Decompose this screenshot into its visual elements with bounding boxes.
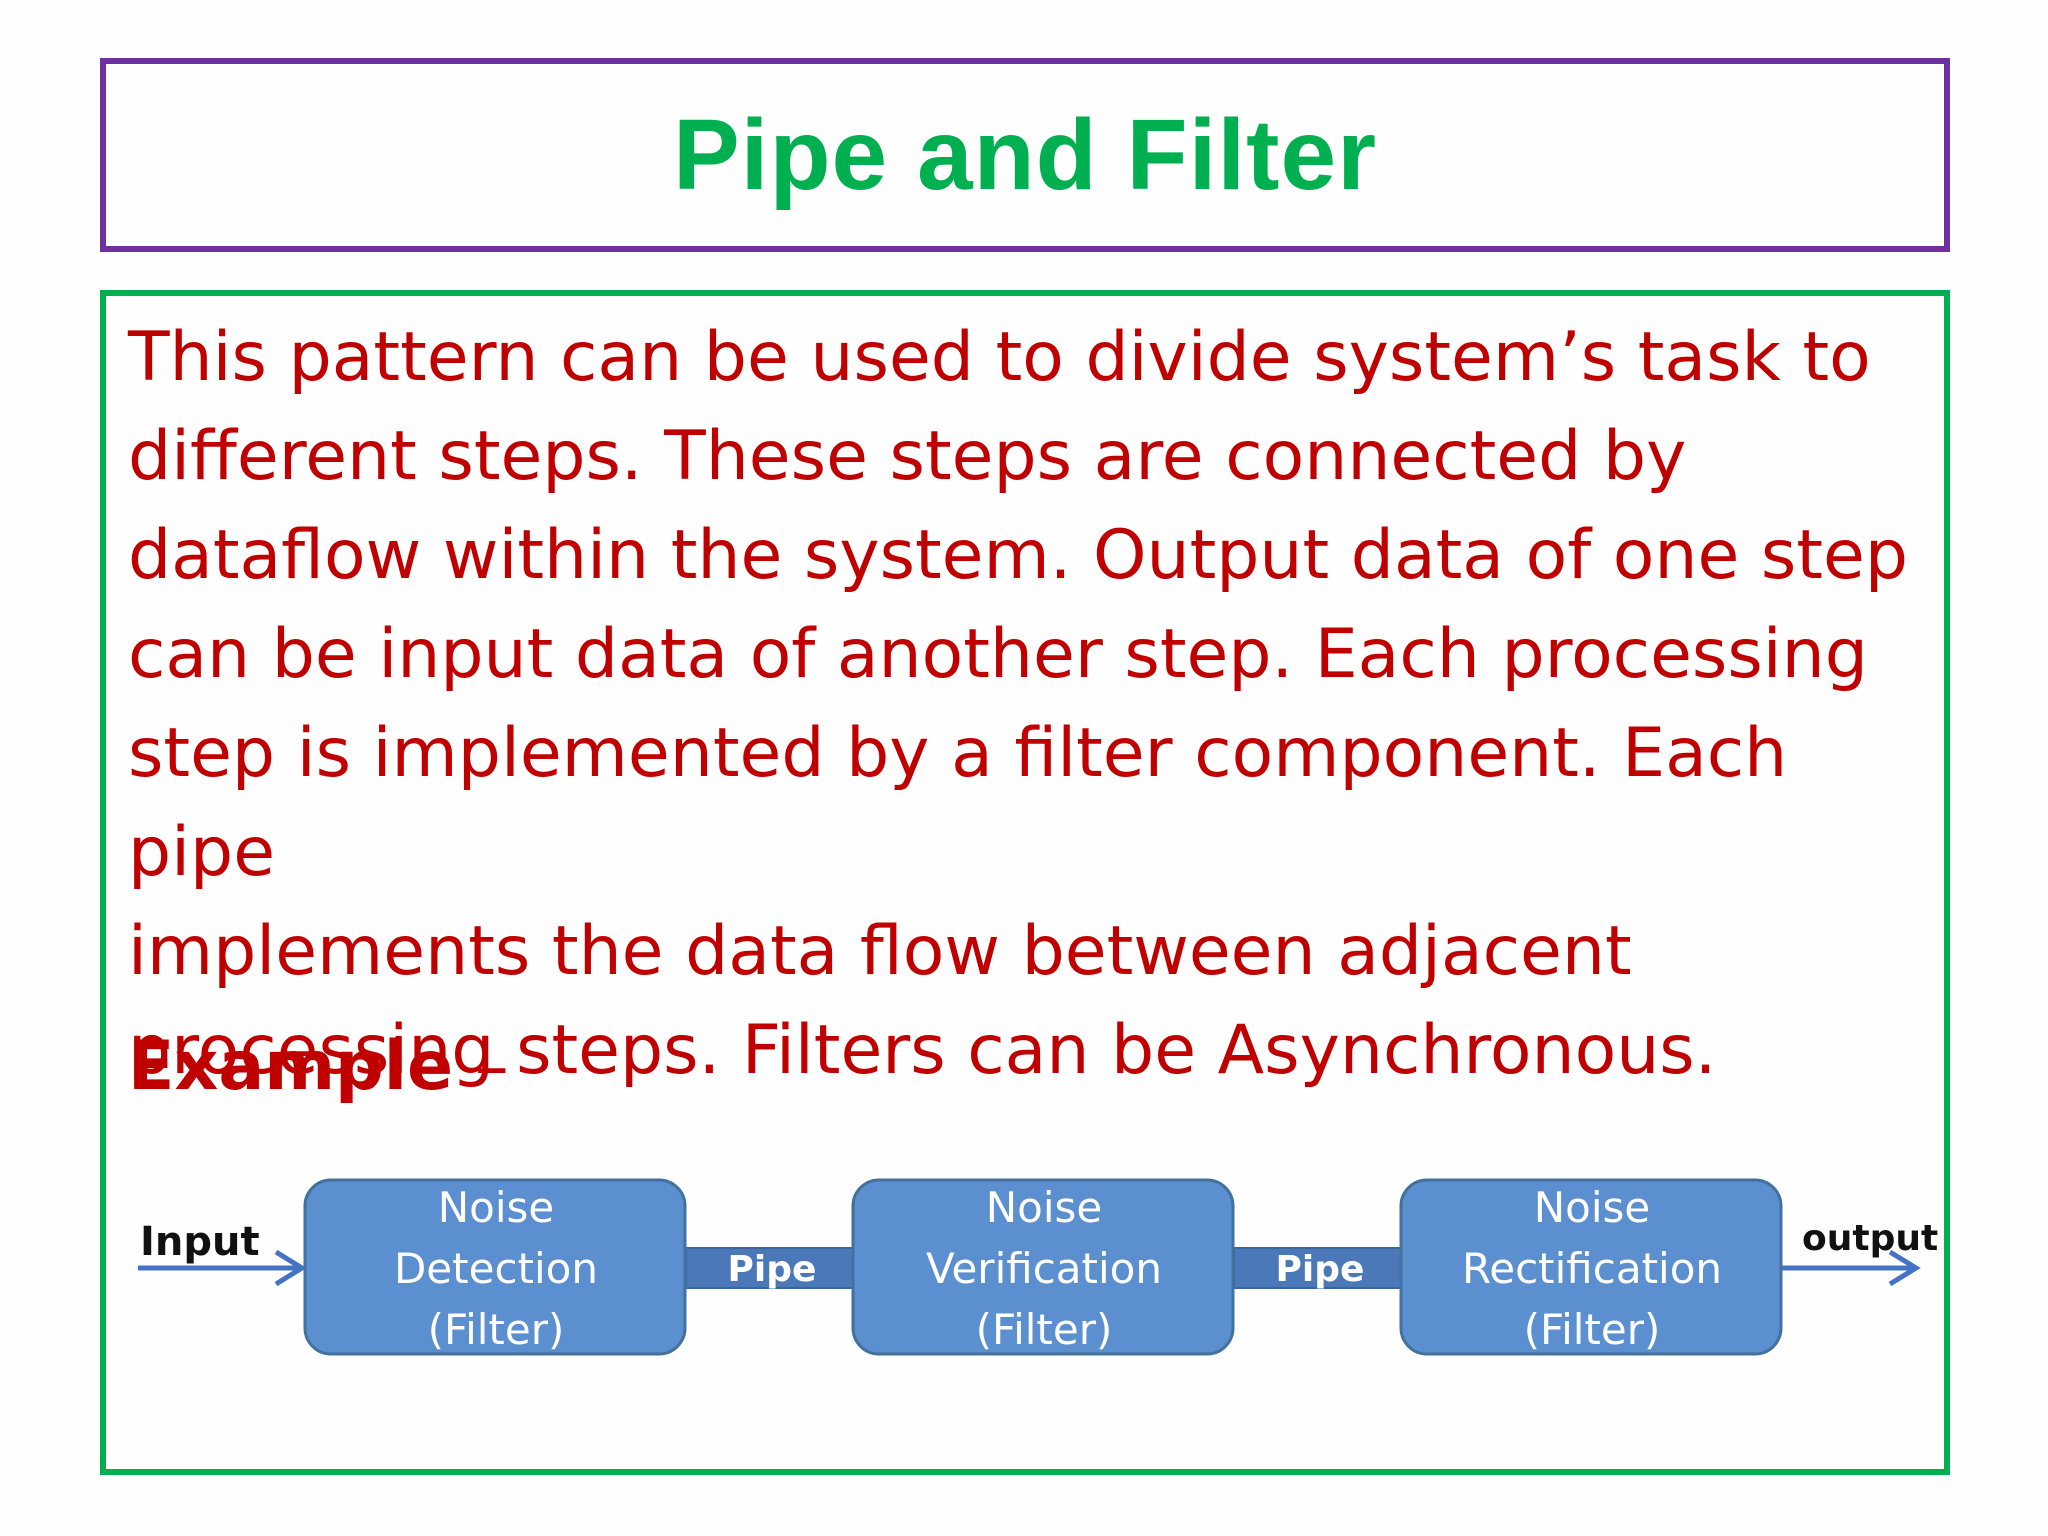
filter-box-2 (851, 1178, 1235, 1356)
filter-2-line-1: Noise (986, 1183, 1103, 1232)
filter-2-line-2: Verification (926, 1244, 1162, 1293)
body-line: This pattern can be used to divide syste… (128, 318, 1871, 397)
filter-box-1 (303, 1178, 687, 1356)
filter-node-verification: Noise Verification (Filter) (851, 1178, 1235, 1356)
body-line: different steps. These steps are connect… (128, 417, 1687, 496)
filter-2-line-3: (Filter) (976, 1305, 1113, 1354)
filter-1-line-1: Noise (438, 1183, 555, 1232)
body-paragraph: This pattern can be used to divide syste… (128, 308, 1928, 1100)
input-arrow (138, 1249, 307, 1287)
filter-3-line-3: (Filter) (1524, 1305, 1661, 1354)
filter-node-detection: Noise Detection (Filter) (303, 1178, 687, 1356)
filter-1-line-2: Detection (394, 1244, 598, 1293)
example-label: Example (128, 1027, 454, 1106)
slide-title: Pipe and Filter (672, 98, 1377, 211)
output-label: output (1802, 1218, 1938, 1259)
example-dash: – (453, 1027, 509, 1106)
input-arrow-head (274, 1249, 307, 1287)
filter-node-rectification: Noise Rectification (Filter) (1399, 1178, 1783, 1356)
filter-1-line-3: (Filter) (428, 1305, 565, 1354)
body-line: implements the data flow between adjacen… (128, 912, 1632, 991)
output-arrow (1782, 1249, 1921, 1287)
body-line: dataflow within the system. Output data … (128, 516, 1908, 595)
input-label: Input (140, 1219, 260, 1265)
filter-box-3 (1399, 1178, 1783, 1356)
example-heading: Example – (128, 1022, 509, 1112)
body-line: can be input data of another step. Each … (128, 615, 1868, 694)
pipe-label-1: Pipe (728, 1249, 817, 1290)
filter-3-line-2: Rectification (1462, 1244, 1722, 1293)
title-box: Pipe and Filter (100, 58, 1950, 252)
pipe-label-2: Pipe (1276, 1249, 1365, 1290)
body-line: step is implemented by a filter componen… (128, 714, 1788, 892)
filter-3-line-1: Noise (1534, 1183, 1651, 1232)
pipe-2 (1233, 1247, 1407, 1289)
body-line: processing steps. Filters can be Asynchr… (128, 1011, 1717, 1090)
output-arrow-head (1888, 1249, 1921, 1287)
